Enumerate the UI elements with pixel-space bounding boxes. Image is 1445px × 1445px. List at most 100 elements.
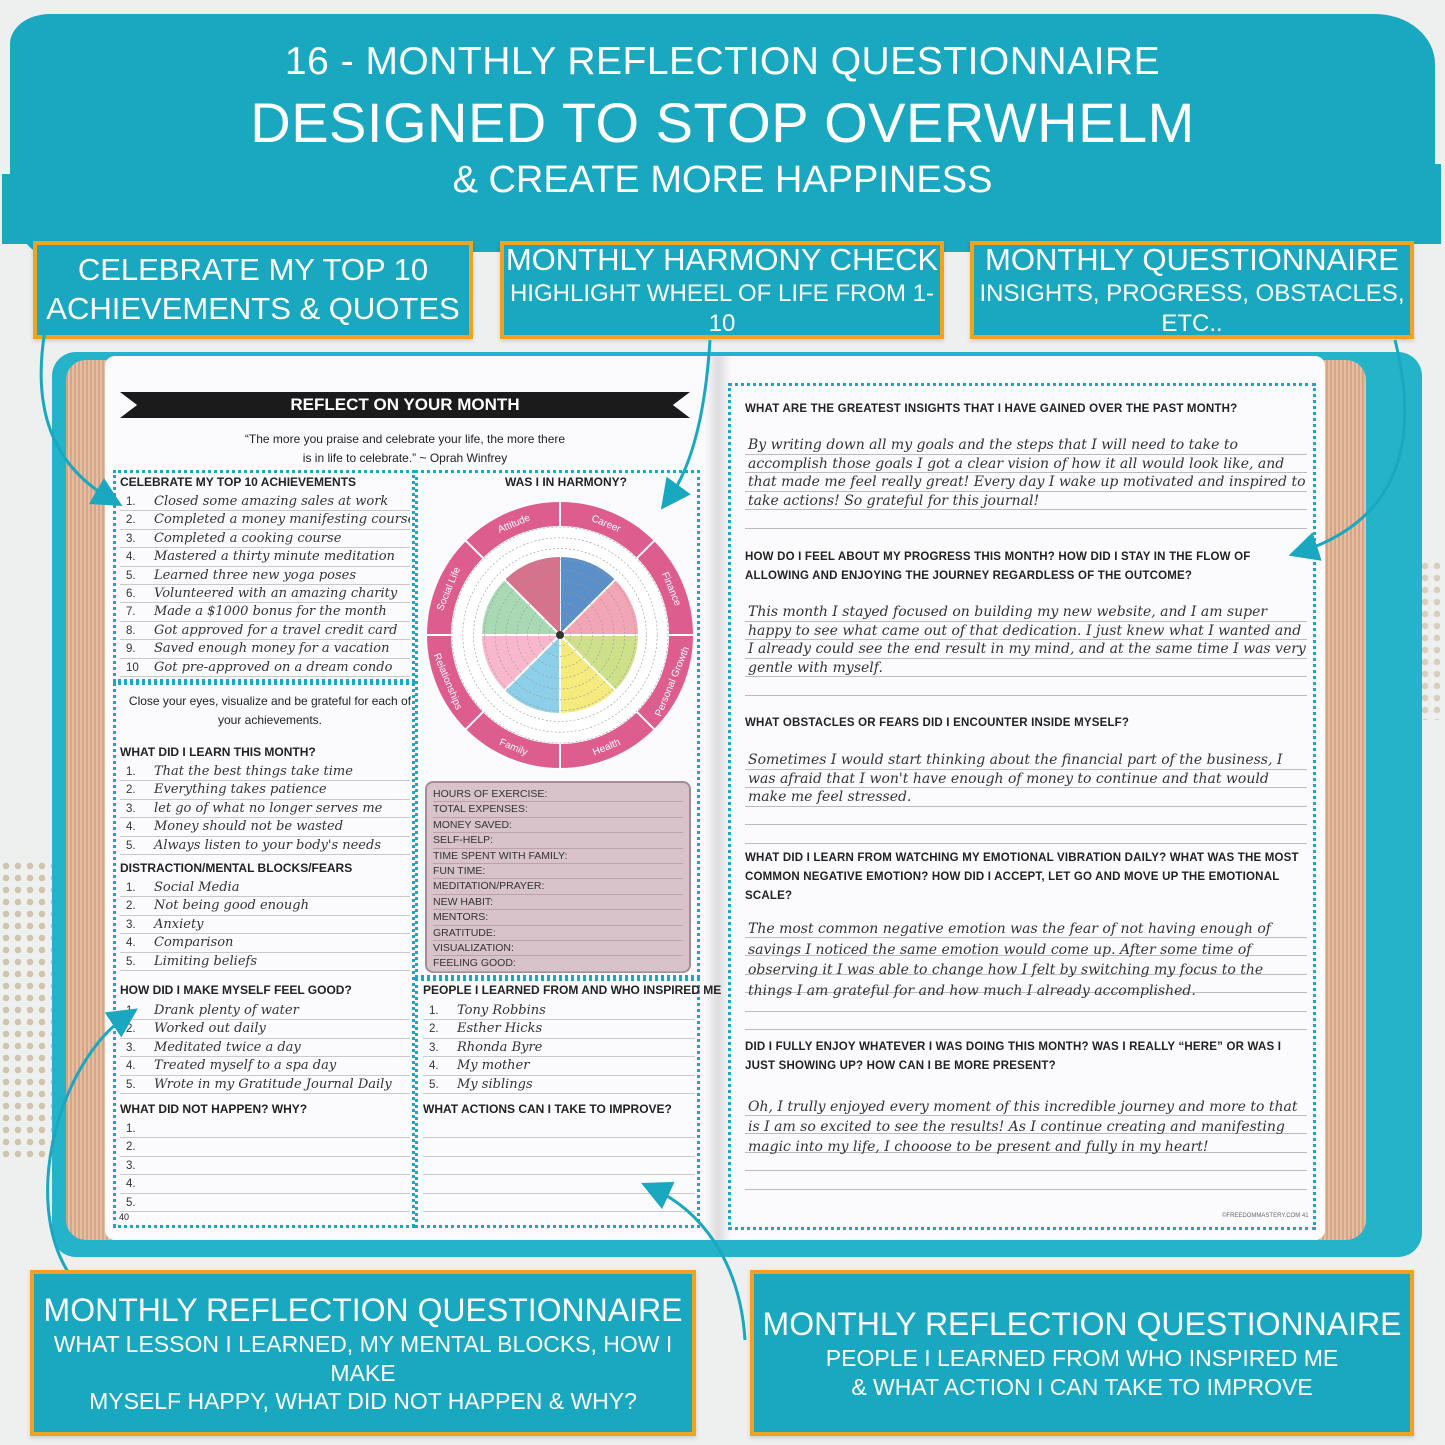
list-item[interactable]: 1.: [120, 1120, 410, 1139]
wheel-segment-fill[interactable]: [560, 635, 638, 691]
wheel-segment-fill[interactable]: [504, 557, 560, 635]
wheel-segment-fill[interactable]: [504, 635, 560, 713]
wheel-segment-fill[interactable]: [482, 635, 560, 691]
answer-progress[interactable]: This month I stayed focused on building …: [745, 603, 1307, 696]
list-item[interactable]: 5.My siblings: [423, 1076, 695, 1094]
list-item-number: 2.: [429, 1023, 439, 1036]
list-item-number: 2.: [126, 900, 136, 913]
callout-subtitle-1: WHAT LESSON I LEARNED, MY MENTAL BLOCKS,…: [53, 1330, 673, 1386]
list-item-number: 7.: [126, 606, 136, 619]
stat-line: FEELING GOOD:: [433, 956, 683, 972]
list-item[interactable]: 2.Esther Hicks: [423, 1020, 695, 1039]
list-item[interactable]: 3.Rhonda Byre: [423, 1039, 695, 1058]
list-item[interactable]: 1.Social Media: [120, 879, 410, 898]
list-item[interactable]: 5.: [120, 1194, 410, 1212]
list-item[interactable]: 9.Saved enough money for a vacation: [120, 640, 410, 659]
question-progress: HOW DO I FEEL ABOUT MY PROGRESS THIS MON…: [745, 551, 1251, 582]
list-item-number: 1.: [126, 766, 136, 778]
stat-line: FUN TIME:: [433, 864, 683, 880]
left-page-number: 40: [119, 1212, 130, 1222]
list-item-text: Social Media: [154, 880, 240, 895]
list-item-number: 8.: [126, 624, 136, 637]
wheel-spoke: [465, 540, 561, 636]
action-line[interactable]: [423, 1138, 695, 1157]
wheel-segment-fill[interactable]: [560, 635, 616, 713]
list-item-text: let go of what no longer serves me: [154, 800, 383, 816]
arrow-achievements: [39, 329, 123, 507]
question-emotional-vibration: WHAT DID I LEARN FROM WATCHING MY EMOTIO…: [745, 852, 1299, 902]
list-item[interactable]: 4.: [120, 1175, 410, 1194]
list-item[interactable]: 6.Volunteered with an amazing charity: [120, 585, 410, 604]
list-item[interactable]: 5.Always listen to your body's needs: [120, 837, 410, 855]
list-item[interactable]: 4.Money should not be wasted: [120, 818, 410, 837]
stat-line: MONEY SAVED:: [433, 818, 683, 834]
list-item-number: 4.: [126, 937, 136, 950]
list-item[interactable]: 4.Treated myself to a spa day: [120, 1057, 410, 1076]
list-item-text: Treated myself to a spa day: [154, 1058, 337, 1074]
wheel-segment-fill[interactable]: [560, 557, 616, 635]
list-item[interactable]: 2.Everything takes patience: [120, 781, 410, 800]
list-item[interactable]: 3.: [120, 1157, 410, 1176]
list-item[interactable]: 2.Not being good enough: [120, 897, 410, 916]
action-line[interactable]: [423, 1194, 695, 1212]
list-item-number: 5.: [429, 1078, 439, 1091]
list-item-number: 4.: [126, 821, 136, 834]
action-line[interactable]: [423, 1157, 695, 1176]
list-item[interactable]: 3.Meditated twice a day: [120, 1039, 410, 1058]
question-insights: WHAT ARE THE GREATEST INSIGHTS THAT I HA…: [745, 403, 1238, 415]
wheel-segment-fill[interactable]: [482, 579, 560, 635]
list-item[interactable]: 7.Made a $1000 bonus for the month: [120, 603, 410, 622]
list-item[interactable]: 8. Got approved for a travel credit card: [120, 622, 410, 641]
list-item-number: 6.: [126, 587, 136, 600]
wheel-segment-fill[interactable]: [560, 579, 638, 635]
list-item[interactable]: 2.: [120, 1138, 410, 1157]
callout-title: MONTHLY REFLECTION QUESTIONNAIRE: [43, 1291, 683, 1328]
answer-insights[interactable]: By writing down all my goals and the ste…: [745, 436, 1307, 529]
list-item-text: Drank plenty of water: [154, 1003, 299, 1018]
list-item[interactable]: 5.Learned three new yoga poses: [120, 567, 410, 585]
list-item[interactable]: 4.My mother: [423, 1057, 695, 1076]
header-line-1: 16 - MONTHLY REFLECTION QUESTIONNAIRE: [284, 40, 1161, 83]
wheel-scale-ring: [462, 537, 658, 733]
actions-lines[interactable]: [423, 1120, 695, 1212]
callout-subtitle-1: PEOPLE I LEARNED FROM WHO INSPIRED ME: [825, 1345, 1339, 1372]
callout-subtitle-2: MYSELF HAPPY, WHAT DID NOT HAPPEN & WHY?: [89, 1388, 637, 1415]
list-item[interactable]: 1.Closed some amazing sales at work: [120, 493, 410, 512]
list-item[interactable]: 3.let go of what no longer serves me: [120, 800, 410, 819]
list-item[interactable]: 3.Anxiety: [120, 916, 410, 935]
page-banner: REFLECT ON YOUR MONTH: [120, 392, 690, 418]
list-item-number: 3.: [429, 1041, 439, 1054]
list-item[interactable]: 5.Wrote in my Gratitude Journal Daily: [120, 1076, 410, 1094]
action-line[interactable]: [423, 1175, 695, 1194]
questionnaire-box: [728, 383, 1316, 1230]
list-item[interactable]: 4.Comparison: [120, 934, 410, 953]
list-item[interactable]: 2.Completed a money manifesting course: [120, 511, 410, 530]
achievements-box: [113, 470, 415, 682]
answer-present[interactable]: Oh, I trully enjoyed every moment of thi…: [745, 1097, 1307, 1190]
list-item-number: 1.: [126, 496, 136, 508]
list-item[interactable]: 3.Completed a cooking course: [120, 530, 410, 549]
answer-emotional-vibration[interactable]: The most common negative emotion was the…: [745, 919, 1307, 1030]
list-item-number: 1.: [429, 1005, 439, 1017]
wheel-scale-ring: [505, 580, 615, 690]
list-item[interactable]: 1.Tony Robbins: [423, 1002, 695, 1021]
arrow-reflection: [46, 1008, 138, 1276]
list-item-text: Anxiety: [154, 916, 204, 932]
stat-line: MEDITATION/PRAYER:: [433, 879, 683, 895]
close-eyes-note: Close your eyes, visualize and be gratef…: [120, 692, 420, 730]
list-item-number: 2.: [126, 514, 136, 527]
answer-obstacles[interactable]: Sometimes I would start thinking about t…: [745, 751, 1307, 844]
list-item[interactable]: 1.That the best things take time: [120, 763, 410, 782]
list-item-text: Got approved for a travel credit card: [154, 622, 398, 638]
list-item[interactable]: 4.Mastered a thirty minute meditation: [120, 548, 410, 567]
action-line[interactable]: [423, 1120, 695, 1139]
list-item-number: 4.: [429, 1060, 439, 1073]
wheel-scale-ring: [494, 569, 626, 701]
list-item[interactable]: 5.Limiting beliefs: [120, 953, 410, 971]
stat-line: NEW HABIT:: [433, 895, 683, 911]
list-item-text: Saved enough money for a vacation: [154, 641, 390, 657]
